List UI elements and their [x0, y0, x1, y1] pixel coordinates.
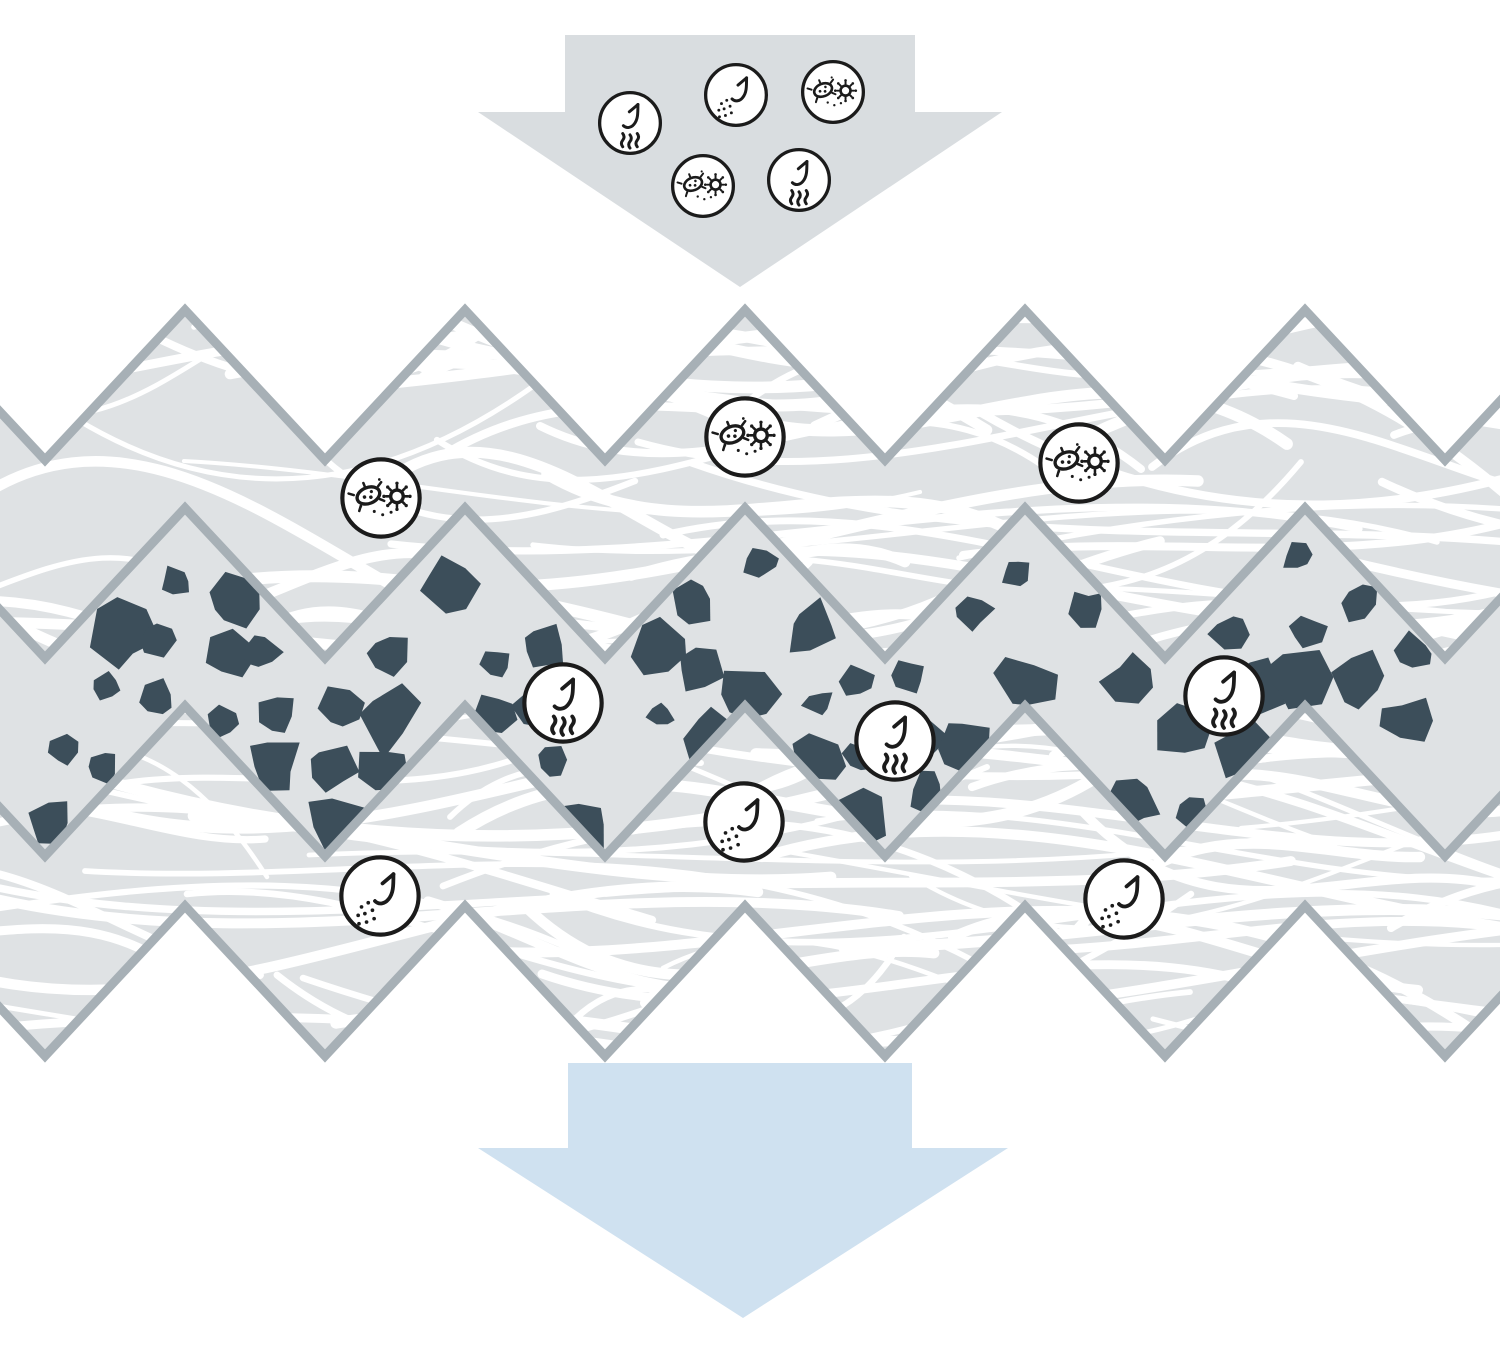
germ-icon: [670, 153, 736, 219]
odor-icon: [766, 147, 832, 213]
germ-icon: [706, 398, 783, 475]
germ-icon: [342, 459, 419, 536]
odor-icon: [856, 702, 933, 779]
odor-icon: [1185, 657, 1262, 734]
germ-icon: [1040, 424, 1117, 501]
filter-layers: [0, 303, 1500, 1063]
inflow-arrow: [478, 35, 1002, 287]
allergen-icon: [705, 783, 782, 860]
carbon-granules: [28, 542, 1433, 856]
odor-icon: [524, 664, 601, 741]
germ-icon: [800, 59, 866, 125]
odor-icon: [597, 90, 663, 156]
allergen-icon: [341, 857, 418, 934]
outflow-arrow: [478, 1063, 1008, 1318]
allergen-icon: [1085, 860, 1162, 937]
allergen-icon: [703, 62, 769, 128]
fine-fiber-layer-edge: [0, 699, 1500, 1063]
